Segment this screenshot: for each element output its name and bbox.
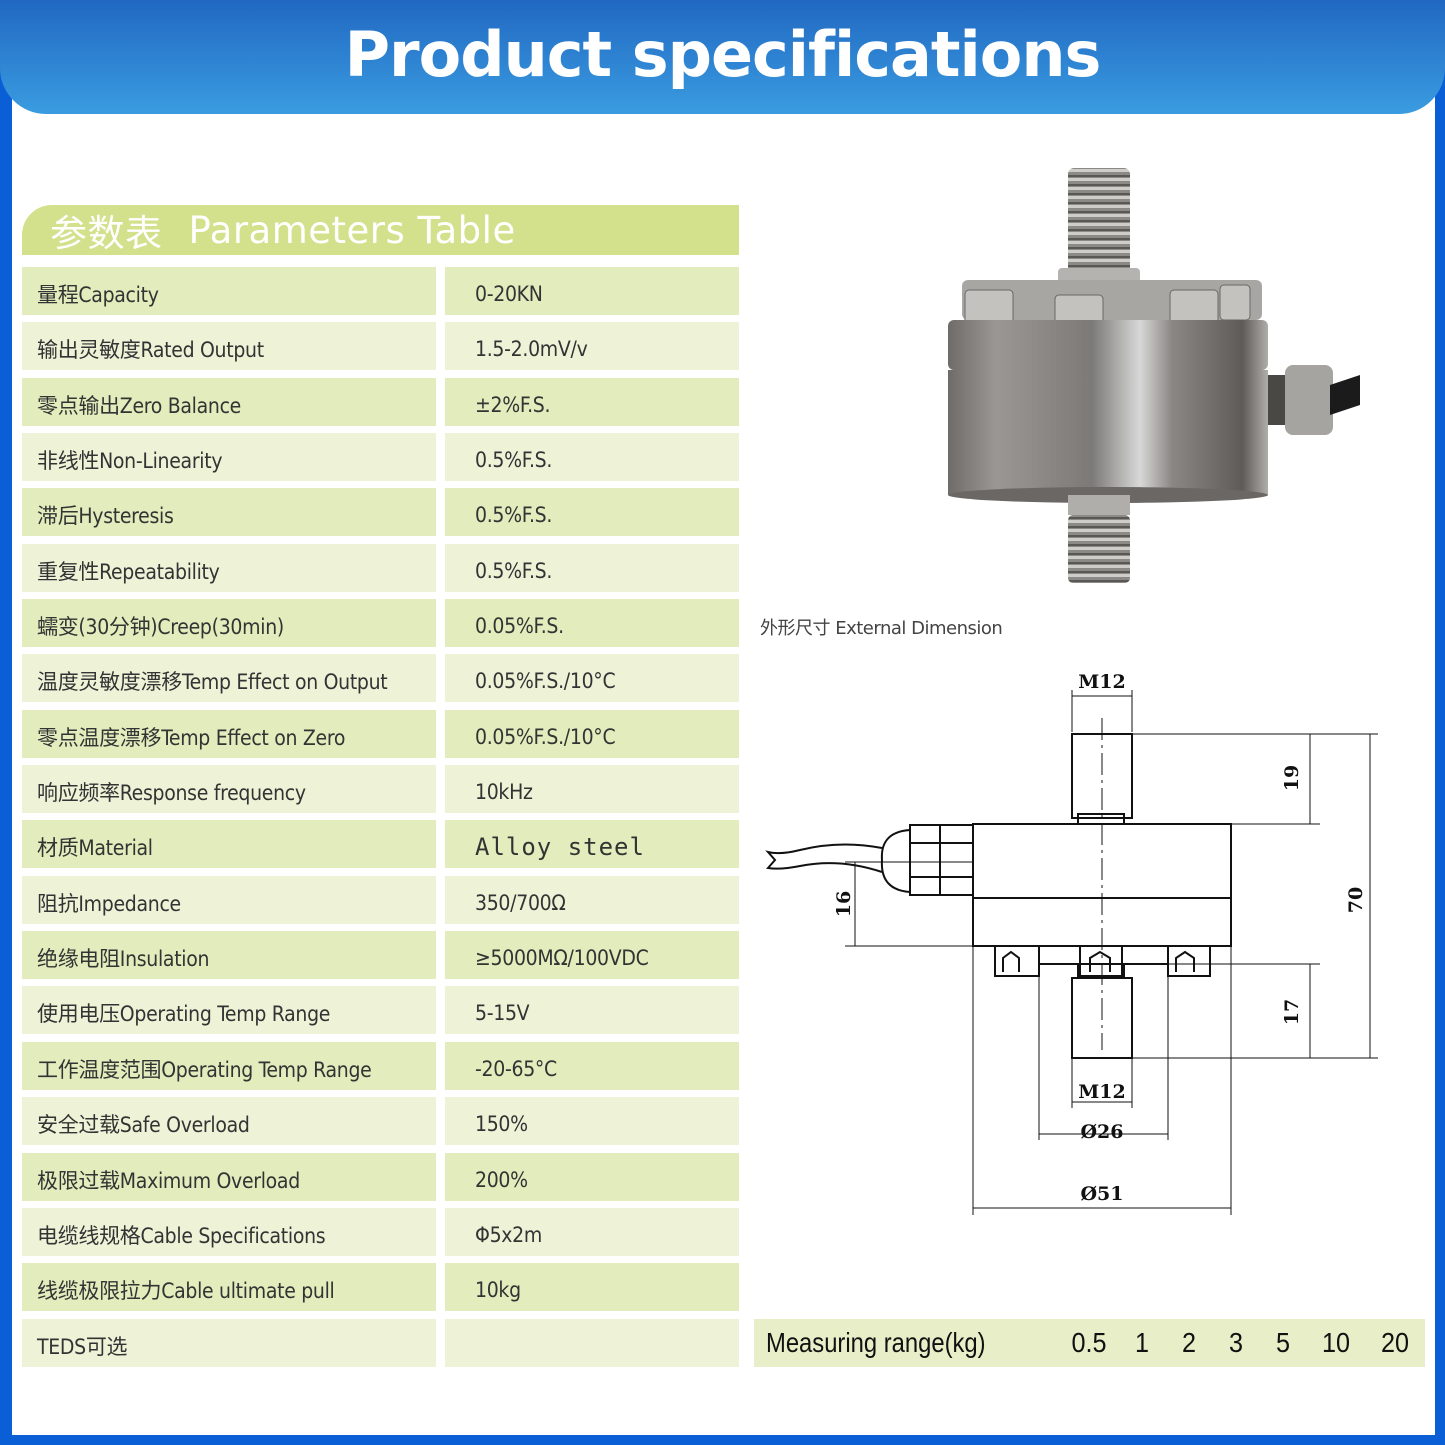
- dim-outer-diameter: Ø51: [1081, 1183, 1124, 1205]
- dim-top-thread: M12: [1078, 671, 1125, 693]
- measuring-range-value: 0.5: [1071, 1327, 1107, 1358]
- param-value: 0.5%F.S.: [445, 433, 739, 482]
- page-title: Product specifications: [344, 17, 1102, 91]
- param-label: 安全过载Safe Overload: [22, 1097, 436, 1146]
- param-value: ≥5000MΩ/100VDC: [445, 931, 739, 980]
- param-value: [445, 1318, 739, 1367]
- dimension-drawing: M12 M12 Ø26 Ø51 19 17 70 16: [765, 671, 1378, 1215]
- dim-top-stud: 19: [1281, 765, 1303, 791]
- table-row: 零点输出Zero Balance±2%F.S.: [22, 377, 739, 426]
- parameters-table-title: 参数表 Parameters Table: [22, 205, 739, 255]
- param-value: 350/700Ω: [445, 875, 739, 924]
- param-label: 滞后Hysteresis: [22, 488, 436, 537]
- param-label: 极限过载Maximum Overload: [22, 1152, 436, 1201]
- param-label: 线缆极限拉力Cable ultimate pull: [22, 1263, 436, 1312]
- param-value: 10kg: [445, 1263, 739, 1312]
- param-label: 使用电压Operating Temp Range: [22, 986, 436, 1035]
- param-value: 0.5%F.S.: [445, 488, 739, 537]
- measuring-range-label: Measuring range(kg): [766, 1327, 986, 1358]
- param-label: 阻抗Impedance: [22, 875, 436, 924]
- param-value: 0.05%F.S.: [445, 599, 739, 648]
- param-label: 温度灵敏度漂移Temp Effect on Output: [22, 654, 436, 703]
- param-value: 0.05%F.S./10°C: [445, 709, 739, 758]
- dim-bottom-stud: 17: [1281, 999, 1303, 1025]
- param-label: 绝缘电阻Insulation: [22, 931, 436, 980]
- table-row: 绝缘电阻Insulation≥5000MΩ/100VDC: [22, 931, 739, 980]
- param-label: 响应频率Response frequency: [22, 765, 436, 814]
- dim-cable-height: 16: [833, 891, 855, 917]
- dim-total-height: 70: [1345, 887, 1367, 913]
- param-label: 非线性Non-Linearity: [22, 433, 436, 482]
- dim-bottom-thread: M12: [1078, 1081, 1125, 1103]
- table-title-cn: 参数表: [50, 212, 163, 255]
- param-value: 200%: [445, 1152, 739, 1201]
- param-value: Alloy steel: [445, 820, 739, 869]
- measuring-range-value: 10: [1321, 1327, 1351, 1358]
- measuring-range-value: 3: [1228, 1327, 1244, 1358]
- external-dimension-label: 外形尺寸 External Dimension: [760, 618, 1003, 639]
- measuring-range-value: 5: [1275, 1327, 1291, 1358]
- param-label: 重复性Repeatability: [22, 543, 436, 592]
- param-value: Φ5x2m: [445, 1207, 739, 1256]
- param-value: ±2%F.S.: [445, 377, 739, 426]
- table-row: TEDS可选: [22, 1318, 739, 1367]
- param-label: 工作温度范围Operating Temp Range: [22, 1041, 436, 1090]
- param-label: TEDS可选: [22, 1318, 436, 1367]
- param-value: 0.5%F.S.: [445, 543, 739, 592]
- param-label: 量程Capacity: [22, 267, 436, 315]
- param-value: 5-15V: [445, 986, 739, 1035]
- param-label: 零点温度漂移Temp Effect on Zero: [22, 709, 436, 758]
- param-label: 输出灵敏度Rated Output: [22, 322, 436, 371]
- param-value: 150%: [445, 1097, 739, 1146]
- param-label: 蠕变(30分钟)Creep(30min): [22, 599, 436, 648]
- param-value: 0.05%F.S./10°C: [445, 654, 739, 703]
- table-row: 工作温度范围Operating Temp Range-20-65°C: [22, 1041, 739, 1090]
- param-label: 电缆线规格Cable Specifications: [22, 1207, 436, 1256]
- param-label: 材质Material: [22, 820, 436, 869]
- table-row: 蠕变(30分钟)Creep(30min)0.05%F.S.: [22, 599, 739, 648]
- param-value: 0-20KN: [445, 267, 739, 315]
- header-banner: Product specifications: [0, 0, 1445, 114]
- table-title-en: Parameters Table: [188, 208, 516, 252]
- param-value: 1.5-2.0mV/v: [445, 322, 739, 371]
- param-label: 零点输出Zero Balance: [22, 377, 436, 426]
- measuring-range-value: 1: [1134, 1327, 1150, 1358]
- load-cell-photo: [948, 168, 1360, 583]
- param-value: -20-65°C: [445, 1041, 739, 1090]
- dim-inner-diameter: Ø26: [1081, 1121, 1124, 1143]
- measuring-range-value: 20: [1380, 1327, 1410, 1358]
- param-value: 10kHz: [445, 765, 739, 814]
- measuring-range-value: 2: [1181, 1327, 1197, 1358]
